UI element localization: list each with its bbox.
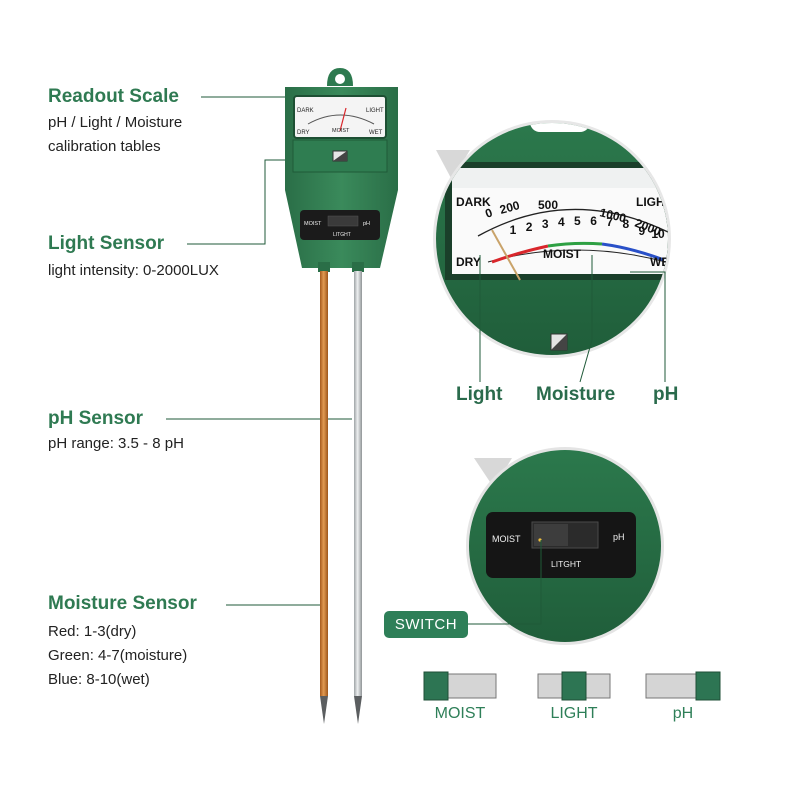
- moist-tick-label: 4: [558, 215, 565, 229]
- mode-light-diagram: [537, 671, 611, 701]
- device-gauge-dark: DARK: [297, 108, 314, 114]
- lux-tick-label: 200: [498, 198, 521, 217]
- zoom-gauge-wet: WET: [650, 255, 677, 269]
- device-gauge-needle: [339, 107, 347, 132]
- zoom-gauge-glare: [452, 168, 668, 188]
- steel-probe: [354, 271, 362, 696]
- zoom-switch-ph: pH: [613, 532, 625, 542]
- switch-label-badge: SWITCH: [384, 611, 468, 638]
- probe-collar-left: [318, 262, 330, 272]
- device-gauge-window: [293, 95, 387, 139]
- zoom-gauge-light: LIGHT: [636, 195, 673, 209]
- moist-tick-label: 5: [574, 214, 581, 228]
- device-adjuster-mark: [333, 151, 347, 161]
- zoom-gauge-circle: DARK LIGHT DRY MOIST WET 0 200 500 1000 …: [436, 123, 677, 355]
- mode-moist-label: MOIST: [434, 705, 486, 722]
- device-gauge-moist: MOIST: [332, 128, 350, 134]
- zoom-switch-moist: MOIST: [492, 534, 521, 544]
- moisture-sensor-description: Red: 1-3(dry) Green: 4-7(moisture) Blue:…: [48, 620, 187, 692]
- moist-tick-label: 1: [510, 223, 517, 237]
- mode-moist-diagram: [423, 671, 497, 701]
- zoom-gauge-wet-band: [601, 242, 665, 262]
- lux-tick-label: 500: [538, 198, 558, 212]
- mode-ph-knob: [695, 671, 721, 701]
- device-switch-moist: MOIST: [304, 221, 322, 227]
- lux-tick-label: 0: [483, 205, 494, 221]
- mode-ph-diagram: [645, 671, 721, 701]
- ph-callout-line: [630, 271, 666, 382]
- readout-scale-description: pH / Light / Moisture calibration tables: [48, 111, 182, 159]
- light-sensor-title: Light Sensor: [48, 233, 165, 254]
- ph-callout-label: pH: [653, 384, 679, 405]
- light-sensor-line-1: light intensity: 0-2000LUX: [48, 262, 219, 279]
- light-callout-label: Light: [456, 384, 503, 405]
- readout-scale-title: Readout Scale: [48, 86, 179, 107]
- zoom-switch-light: LITGHT: [551, 559, 581, 569]
- readout-scale-line-1: pH / Light / Moisture: [48, 114, 183, 131]
- moist-tick-label: 10: [651, 227, 665, 241]
- zoom-gauge-dark: DARK: [456, 195, 491, 209]
- moist-tick-label: 8: [622, 217, 629, 231]
- switch-callout-line: [468, 540, 542, 625]
- device-switch-light: LITGHT: [333, 232, 351, 238]
- light-leader-line: [187, 159, 290, 245]
- mode-diagrams: [423, 671, 721, 701]
- device-switch-slider[interactable]: [327, 215, 359, 227]
- zoom-gauge-needle: [491, 229, 521, 281]
- moist-tick-label: 2: [526, 220, 533, 234]
- readout-scale-line-2: calibration tables: [48, 138, 161, 155]
- zoom-switch-circle: MOIST pH LITGHT: [469, 450, 661, 642]
- moisture-sensor-line-1: Red: 1-3(dry): [48, 623, 137, 640]
- light-sensor-description: light intensity: 0-2000LUX: [48, 259, 219, 283]
- copper-probe-tip: [320, 696, 328, 724]
- zoom-gauge-pointer: [436, 150, 470, 180]
- ph-sensor-title: pH Sensor: [48, 408, 144, 429]
- moist-tick-label: 9: [639, 224, 646, 238]
- zoom-switch-slider[interactable]: [534, 524, 568, 546]
- zoom-gauge-moist-band: [547, 241, 603, 248]
- device-gauge-arc: [307, 114, 375, 125]
- mode-light-label: LIGHT: [550, 705, 598, 722]
- moisture-sensor-line-3: Blue: 8-10(wet): [48, 671, 150, 688]
- moisture-callout-label: Moisture: [536, 384, 616, 405]
- zoom-gauge-dry-band: [491, 244, 549, 264]
- zoom-gauge-moist: MOIST: [543, 247, 582, 261]
- gauge-callout-lines: [479, 255, 666, 383]
- mode-moist-knob: [423, 671, 449, 701]
- mode-ph-label: pH: [672, 705, 694, 722]
- zoom-gauge-dry: DRY: [456, 255, 481, 269]
- moist-tick-label: 7: [606, 215, 613, 229]
- moisture-sensor-line-2: Green: 4-7(moisture): [48, 647, 188, 664]
- ph-sensor-description: pH range: 3.5 - 8 pH: [48, 432, 184, 456]
- probe-collar-right: [352, 262, 364, 272]
- moist-tick-label: 6: [590, 214, 597, 228]
- lux-tick-label: 1000: [598, 205, 628, 225]
- hanging-hole: [335, 74, 345, 84]
- device-switch-ph: pH: [363, 221, 370, 227]
- moisture-sensor-title: Moisture Sensor: [48, 593, 197, 614]
- moist-tick-label: 3: [542, 217, 549, 231]
- zoom-gauge-lux-arc: [477, 208, 668, 237]
- device-gauge-light: LIGHT: [366, 108, 384, 114]
- copper-probe: [320, 271, 328, 696]
- soil-tester-device: DARK LIGHT DRY MOIST WET MOIST pH LITGHT: [285, 68, 398, 724]
- steel-probe-tip: [354, 696, 362, 724]
- ph-sensor-line-1: pH range: 3.5 - 8 pH: [48, 435, 184, 452]
- zoom-gauge-loop-hole: [530, 123, 590, 132]
- zoom-adjuster-mark: [551, 334, 567, 350]
- moisture-callout-line: [579, 255, 593, 383]
- device-gauge-wet: WET: [369, 130, 383, 136]
- mode-light-knob: [561, 671, 587, 701]
- device-gauge-dry: DRY: [297, 130, 310, 136]
- zoom-switch-pointer: [474, 458, 512, 488]
